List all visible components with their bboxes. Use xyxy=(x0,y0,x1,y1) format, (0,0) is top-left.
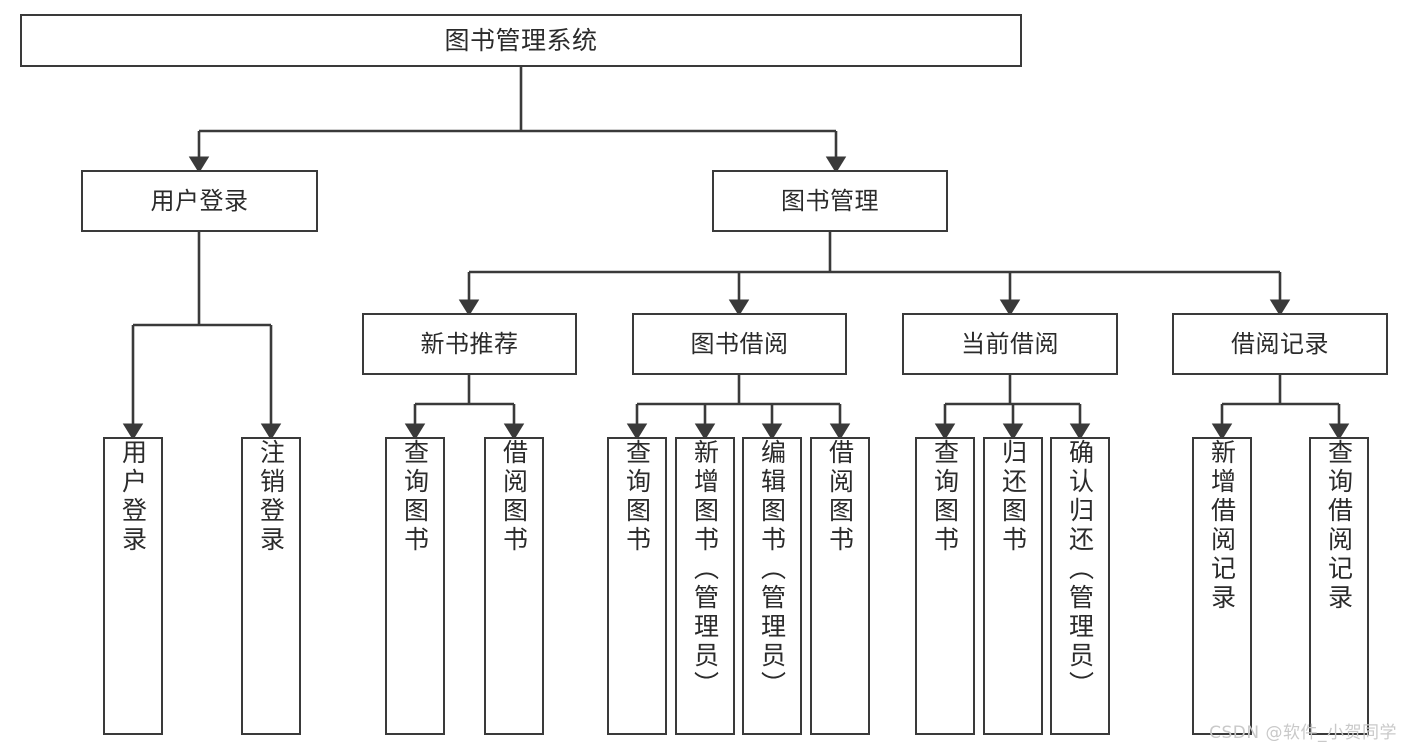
leaf-logout[interactable]: 注销登录 xyxy=(241,437,301,735)
node-new-book-recommendation[interactable]: 新书推荐 xyxy=(362,313,577,375)
leaf-edit-book-admin[interactable]: 编辑图书（管理员） xyxy=(742,437,802,735)
node-label: 新增图书（管理员） xyxy=(690,439,720,700)
node-label: 归还图书 xyxy=(998,439,1028,555)
node-label: 图书管理 xyxy=(781,186,879,215)
node-label: 图书借阅 xyxy=(690,329,789,358)
node-label: 确认归还（管理员） xyxy=(1065,439,1095,700)
node-label: 当前借阅 xyxy=(961,329,1059,358)
node-current-borrow[interactable]: 当前借阅 xyxy=(902,313,1118,375)
leaf-add-borrow-record[interactable]: 新增借阅记录 xyxy=(1192,437,1252,735)
node-label: 查询图书 xyxy=(400,439,430,555)
node-label: 查询图书 xyxy=(622,439,652,555)
node-label: 用户登录 xyxy=(118,439,148,555)
node-label: 新书推荐 xyxy=(420,329,519,358)
node-label: 借阅图书 xyxy=(499,439,529,555)
node-label: 新增借阅记录 xyxy=(1207,439,1237,613)
csdn-watermark: CSDN @软件_小贺同学 xyxy=(1209,723,1397,743)
node-label: 用户登录 xyxy=(150,186,249,215)
node-label: 借阅图书 xyxy=(825,439,855,555)
leaf-query-book-current[interactable]: 查询图书 xyxy=(915,437,975,735)
node-label: 图书管理系统 xyxy=(444,25,598,55)
leaf-query-book-recommendation[interactable]: 查询图书 xyxy=(385,437,445,735)
node-book-borrow[interactable]: 图书借阅 xyxy=(632,313,847,375)
leaf-query-borrow-record[interactable]: 查询借阅记录 xyxy=(1309,437,1369,735)
leaf-return-book[interactable]: 归还图书 xyxy=(983,437,1043,735)
leaf-borrow-book[interactable]: 借阅图书 xyxy=(810,437,870,735)
leaf-borrow-book-recommendation[interactable]: 借阅图书 xyxy=(484,437,544,735)
node-borrow-record[interactable]: 借阅记录 xyxy=(1172,313,1388,375)
node-label: 借阅记录 xyxy=(1231,329,1329,358)
leaf-user-login[interactable]: 用户登录 xyxy=(103,437,163,735)
leaf-query-book-borrow[interactable]: 查询图书 xyxy=(607,437,667,735)
leaf-confirm-return-admin[interactable]: 确认归还（管理员） xyxy=(1050,437,1110,735)
node-book-management[interactable]: 图书管理 xyxy=(712,170,948,232)
node-label: 注销登录 xyxy=(256,439,286,555)
node-label: 查询借阅记录 xyxy=(1324,439,1354,613)
node-label: 编辑图书（管理员） xyxy=(757,439,787,700)
node-label: 查询图书 xyxy=(930,439,960,555)
node-user-login[interactable]: 用户登录 xyxy=(81,170,318,232)
node-book-management-system[interactable]: 图书管理系统 xyxy=(20,14,1022,67)
leaf-add-book-admin[interactable]: 新增图书（管理员） xyxy=(675,437,735,735)
